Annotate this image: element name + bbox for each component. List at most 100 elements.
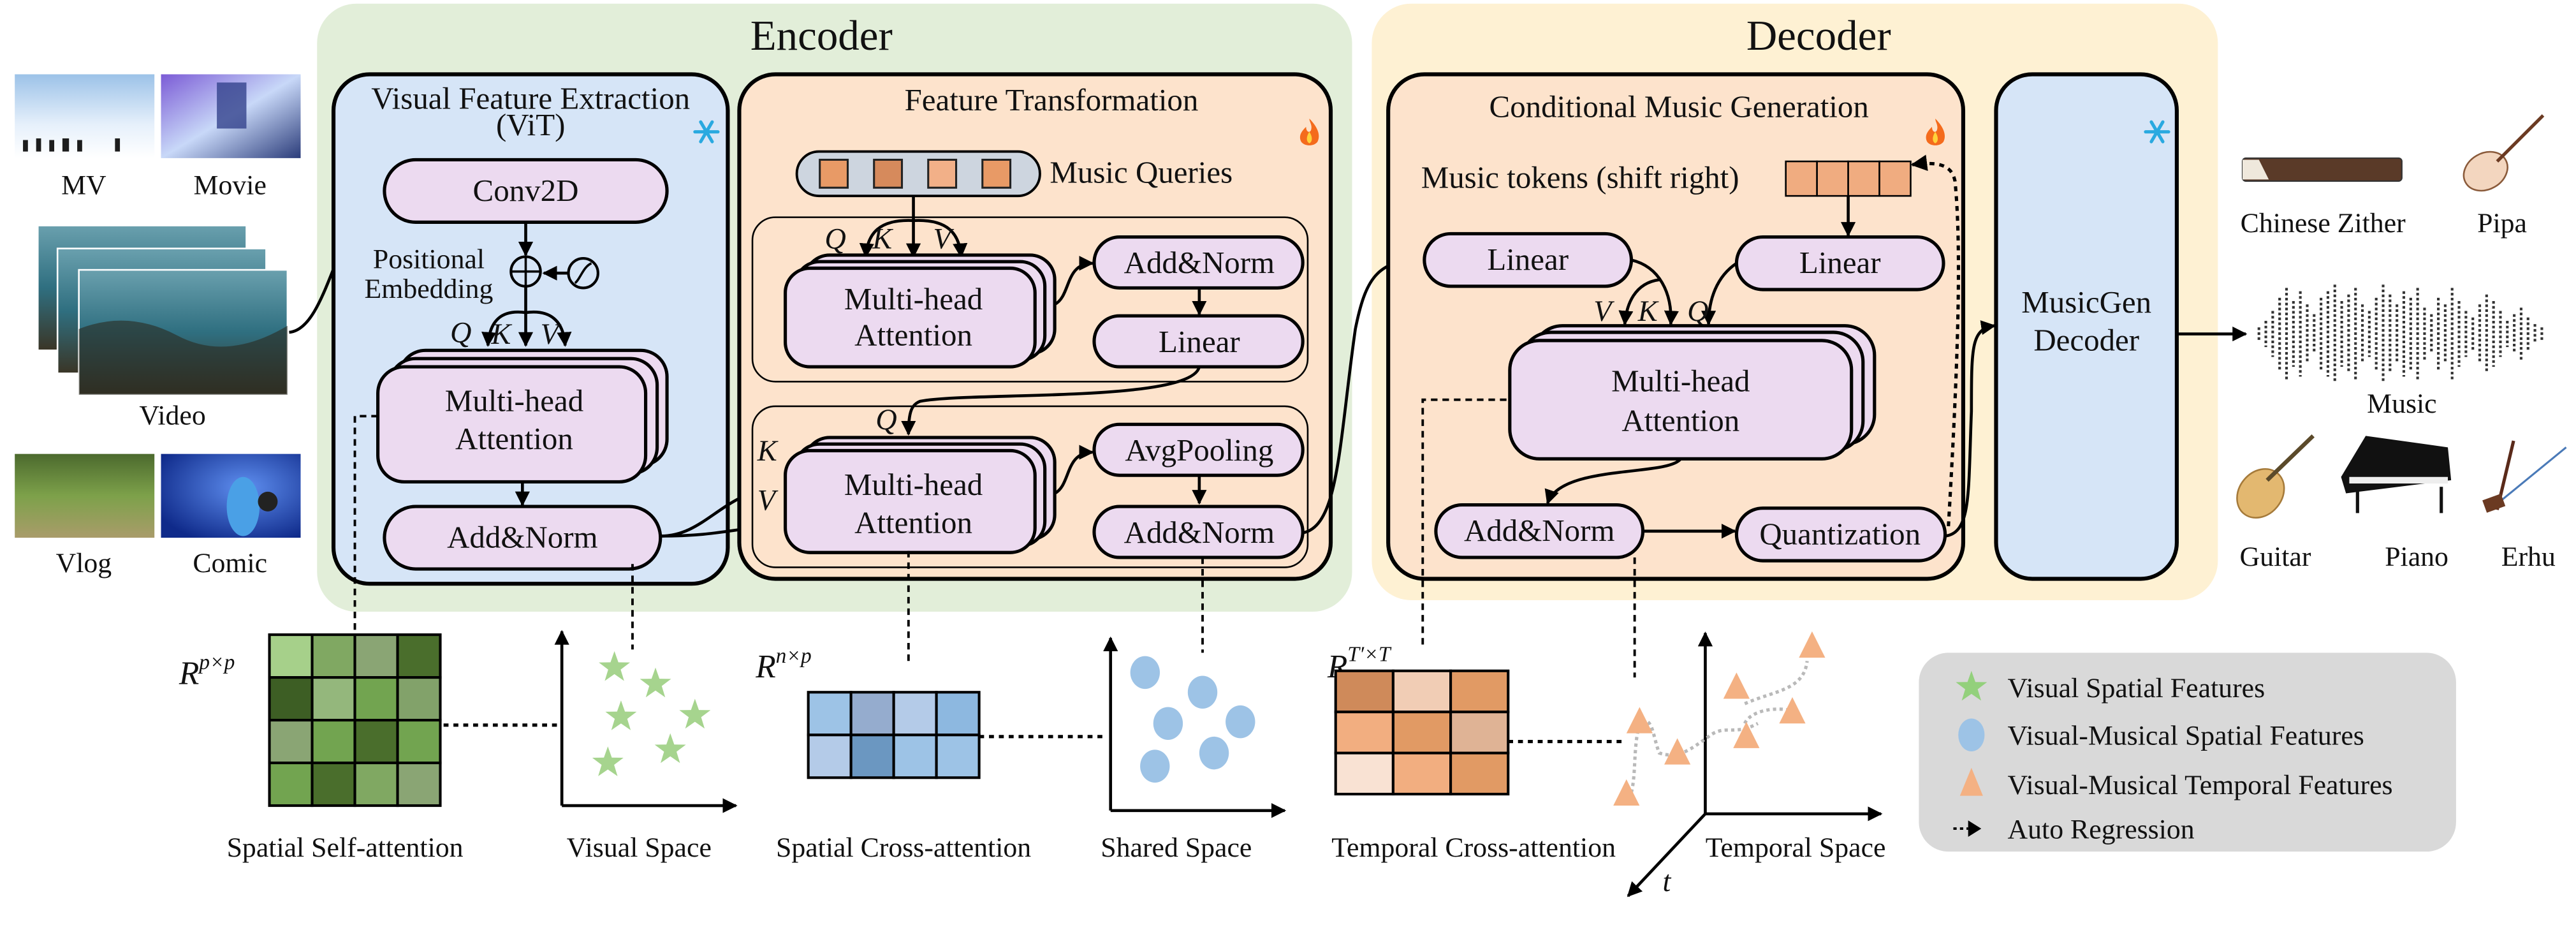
matrix-cell bbox=[1391, 669, 1453, 714]
cmg-module: Conditional Music Generation Music token… bbox=[1386, 72, 1966, 581]
legend-label: Auto Regression bbox=[2008, 815, 2195, 845]
mha-label-2: Attention bbox=[854, 318, 972, 353]
matrix-cell bbox=[268, 761, 314, 808]
triangle-point bbox=[1626, 707, 1653, 734]
fire-icon bbox=[1299, 119, 1319, 145]
music-queries-container bbox=[795, 150, 1041, 198]
circle-point bbox=[1153, 707, 1183, 740]
encoder-title: Encoder bbox=[750, 12, 893, 59]
quantization-label: Quantization bbox=[1759, 516, 1921, 551]
instrument-label: Pipa bbox=[2477, 208, 2527, 239]
shared-space-caption: Shared Space bbox=[1101, 832, 1252, 863]
add-operator-icon bbox=[509, 255, 542, 288]
triangle-icon bbox=[1959, 767, 1983, 796]
mha-node[interactable] bbox=[784, 253, 1057, 369]
thumbnail-label: Comic bbox=[193, 548, 267, 579]
matrix-cell bbox=[268, 676, 314, 722]
matrix-cell bbox=[807, 734, 853, 779]
music-query-token bbox=[873, 158, 904, 189]
musicgen-label: MusicGen bbox=[2021, 284, 2151, 320]
visual-musical-temporal-feature-points bbox=[1613, 631, 1826, 806]
music-query-token bbox=[819, 158, 849, 189]
piano-icon bbox=[2341, 436, 2452, 513]
thumbnail-label: Vlog bbox=[56, 548, 112, 579]
q-label: Q bbox=[450, 316, 471, 349]
matrix-cell bbox=[353, 718, 399, 765]
add-norm-node[interactable] bbox=[383, 505, 662, 571]
matrix-cell bbox=[935, 691, 981, 737]
feature-transformation-module: Feature Transformation Music Queries Q K… bbox=[737, 72, 1333, 581]
thumbnail-label: MV bbox=[61, 170, 106, 201]
spatial-self-attention-matrix bbox=[268, 633, 442, 808]
triangle-point bbox=[1733, 721, 1760, 748]
legend-label: Visual-Musical Temporal Features bbox=[2008, 770, 2393, 800]
circle-point bbox=[1187, 675, 1218, 709]
mha-node[interactable] bbox=[784, 436, 1057, 554]
pos-embed-label-2: Embedding bbox=[365, 274, 494, 304]
thumbnail-movie[interactable] bbox=[161, 74, 301, 158]
matrix-cell bbox=[1334, 751, 1394, 796]
visual-space-caption: Visual Space bbox=[567, 832, 712, 863]
matrix-cell bbox=[1391, 751, 1453, 796]
q-label: Q bbox=[875, 404, 896, 436]
add-norm-node[interactable] bbox=[1434, 503, 1645, 559]
vit-module: Visual Feature Extraction (ViT) Conv2D P… bbox=[331, 72, 730, 586]
circle-point bbox=[1199, 736, 1229, 770]
quantization-node[interactable] bbox=[1734, 506, 1947, 563]
visual-musical-spatial-feature-points bbox=[1130, 656, 1255, 783]
matrix-cell bbox=[1334, 669, 1394, 714]
triangle-point bbox=[1664, 738, 1691, 765]
matrix-cell bbox=[311, 718, 356, 765]
shared-space-axes bbox=[1103, 636, 1287, 818]
mha-label-2: Attention bbox=[455, 421, 573, 456]
matrix-cell bbox=[1334, 711, 1394, 755]
add-norm-label: Add&Norm bbox=[1464, 513, 1615, 548]
k-label: K bbox=[872, 223, 893, 256]
mha-label: Multi-head bbox=[445, 383, 583, 418]
matrix-cell bbox=[311, 633, 356, 679]
ft-block-2 bbox=[751, 405, 1309, 568]
matrix-cell bbox=[1449, 711, 1510, 755]
ft-title: Feature Transformation bbox=[905, 82, 1199, 117]
linear-label: Linear bbox=[1799, 245, 1881, 280]
thumbnail-comic[interactable] bbox=[161, 454, 301, 538]
visual-space-axes bbox=[554, 630, 738, 813]
circle-point bbox=[1226, 705, 1255, 739]
thumbnail-mv[interactable] bbox=[15, 74, 155, 158]
mha-node[interactable] bbox=[1508, 324, 1877, 461]
matrix-cell bbox=[396, 676, 442, 722]
thumbnail-vlog[interactable] bbox=[15, 454, 155, 538]
matrix-cell bbox=[935, 734, 981, 779]
thumbnail-video-stack[interactable] bbox=[36, 225, 289, 396]
music-queries-label: Music Queries bbox=[1050, 155, 1233, 190]
legend: Visual Spatial Features Visual-Musical S… bbox=[1919, 653, 2456, 852]
music-query-token bbox=[927, 158, 958, 189]
matrix-cell bbox=[353, 633, 399, 679]
star-point bbox=[679, 698, 711, 729]
matrix-cell bbox=[1449, 669, 1510, 714]
temporal-cross-caption: Temporal Cross-attention bbox=[1331, 832, 1616, 863]
matrix-cell bbox=[807, 691, 853, 737]
mha-label: Multi-head bbox=[844, 467, 983, 502]
v-label: V bbox=[541, 318, 562, 351]
music-label: Music bbox=[2367, 388, 2437, 419]
dotted-arrow-icon bbox=[1953, 820, 1982, 837]
matrix-cell bbox=[1391, 711, 1453, 755]
triangle-point bbox=[1723, 672, 1750, 699]
matrix-cell bbox=[849, 691, 895, 737]
conv2d-label: Conv2D bbox=[473, 173, 579, 208]
musicgen-decoder[interactable]: MusicGen Decoder bbox=[1994, 72, 2179, 581]
guitar-icon bbox=[2236, 434, 2315, 519]
instrument-label: Chinese Zither bbox=[2241, 208, 2406, 239]
avgpooling-label: AvgPooling bbox=[1125, 432, 1273, 468]
triangle-point bbox=[1799, 631, 1826, 658]
k-label: K bbox=[757, 435, 779, 468]
matrix-cell bbox=[1449, 751, 1510, 796]
music-waveform-icon bbox=[2257, 284, 2543, 383]
music-token-boxes bbox=[1785, 160, 1912, 197]
thumbnail-label: Movie bbox=[194, 170, 267, 201]
instrument-label: Erhu bbox=[2501, 542, 2556, 572]
star-point bbox=[592, 746, 624, 776]
mha-node[interactable] bbox=[376, 348, 669, 484]
